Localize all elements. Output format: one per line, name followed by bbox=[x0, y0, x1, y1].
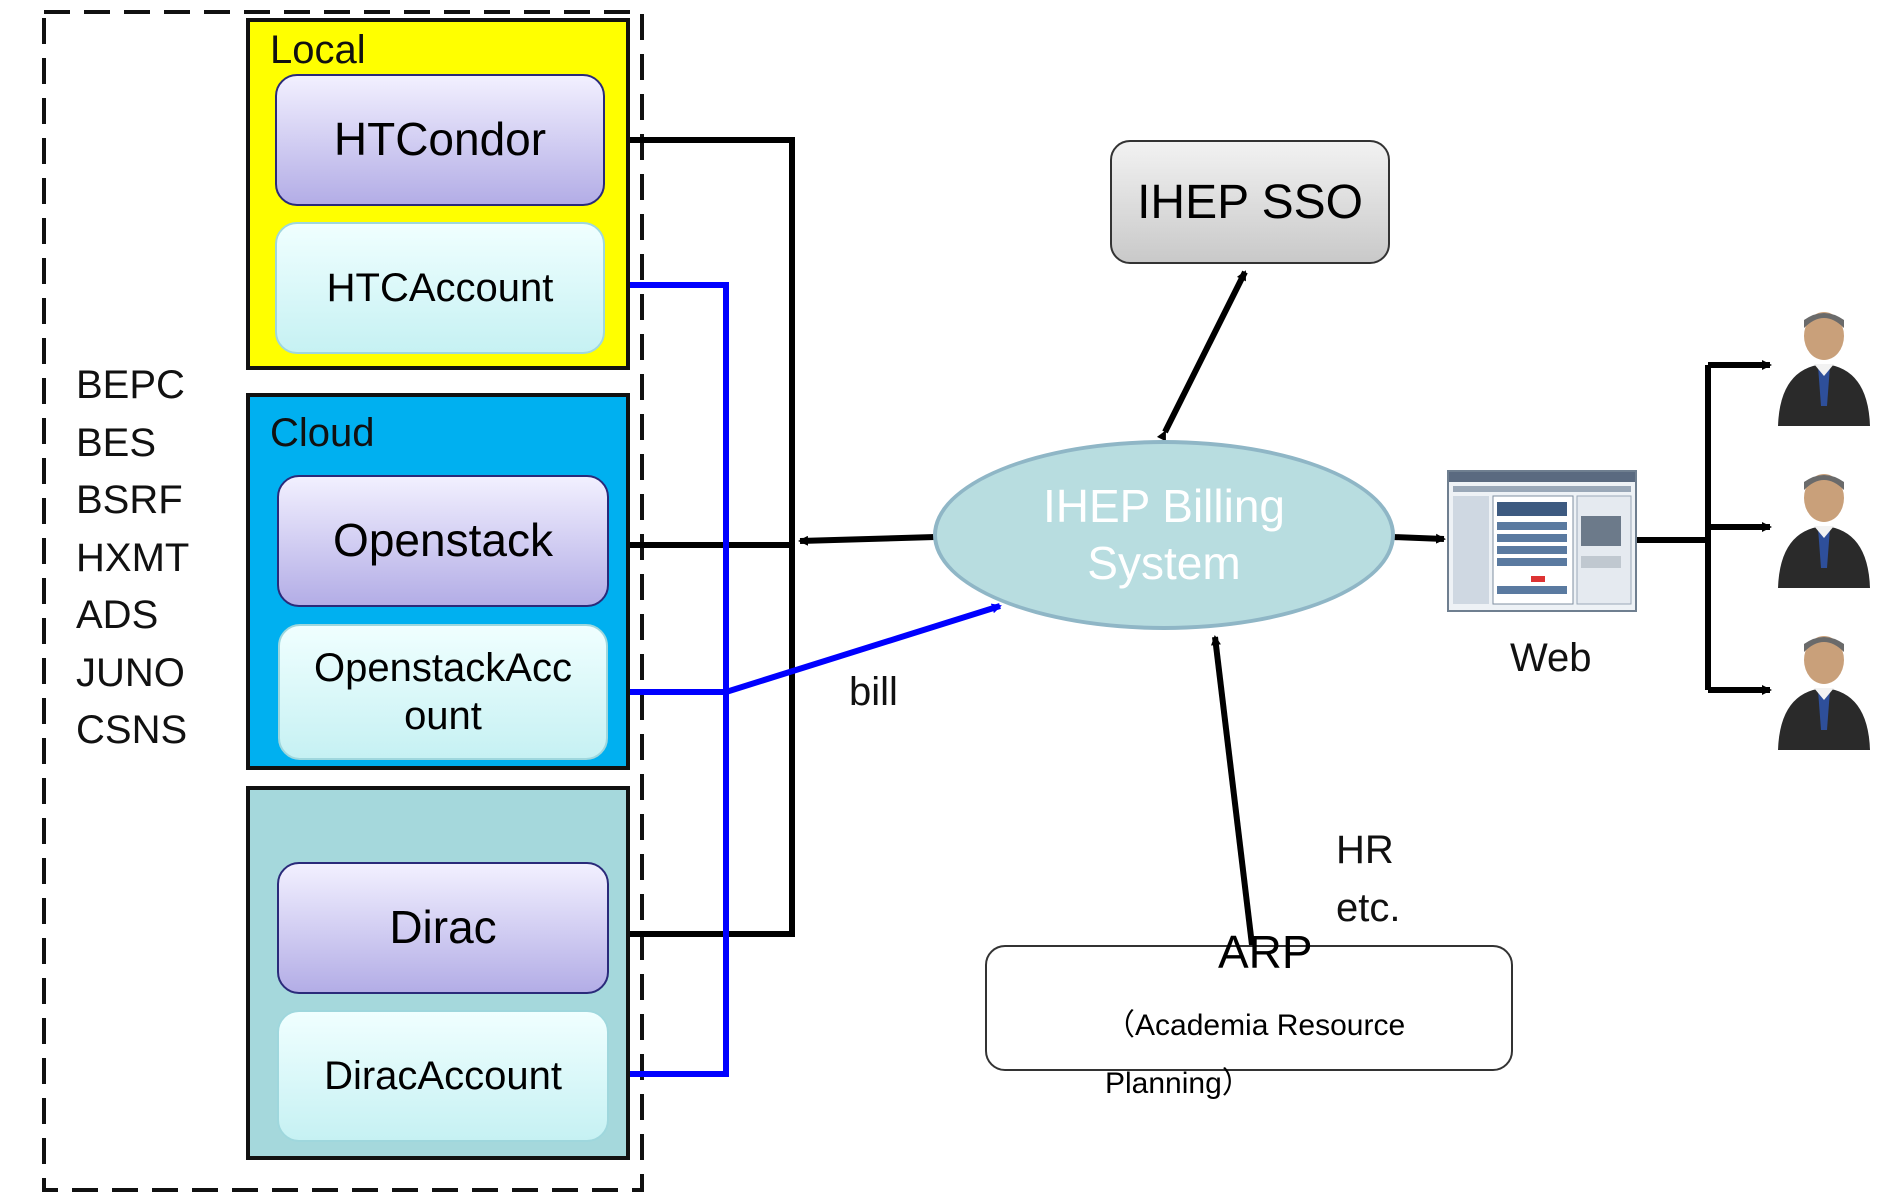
billing-to-web-arrow bbox=[1392, 533, 1446, 544]
experiments-boundary bbox=[42, 10, 644, 1192]
experiment-item: BSRF bbox=[76, 478, 183, 522]
local-panel-title: Local bbox=[270, 28, 366, 72]
billing-line-1: IHEP Billing bbox=[1042, 479, 1286, 532]
erp-name: ARP bbox=[1218, 926, 1313, 978]
erp-full-text: Academia Resource Planning bbox=[1105, 1009, 1406, 1100]
openstackaccount-box: OpenstackAcc ount bbox=[278, 624, 608, 760]
bill-arrow bbox=[725, 603, 1002, 695]
erp-box bbox=[985, 945, 1513, 1071]
experiment-item: BEPC bbox=[76, 363, 185, 407]
bill-label: bill bbox=[849, 670, 898, 714]
erp-paren-close: ） bbox=[1221, 1067, 1252, 1100]
sso-box: IHEP SSO bbox=[1110, 140, 1390, 264]
experiment-item: CSNS bbox=[76, 708, 188, 752]
web-label: Web bbox=[1510, 636, 1592, 680]
user-icon bbox=[1778, 312, 1870, 426]
diracaccount-box: DiracAccount bbox=[277, 1010, 609, 1142]
erp-full-name: （Academia Resource Planning） bbox=[1105, 997, 1465, 1113]
hr-label: HR bbox=[1336, 828, 1394, 872]
billing-system-ellipse: IHEP Billing System bbox=[933, 440, 1395, 630]
openstack-box: Openstack bbox=[277, 475, 609, 607]
account-links bbox=[605, 282, 1002, 1077]
experiment-item: BES bbox=[76, 420, 157, 465]
htcondor-box: HTCondor bbox=[275, 74, 605, 206]
erp-paren-open: （ bbox=[1105, 1009, 1135, 1042]
experiment-item: HXMT bbox=[76, 535, 190, 580]
user-icon bbox=[1778, 474, 1870, 588]
service-links bbox=[605, 137, 936, 937]
billing-to-services-arrow bbox=[798, 534, 936, 546]
web-browser-icon bbox=[1447, 470, 1637, 612]
experiments-list: BEPC BES BSRF HXMT ADS JUNO CSNS bbox=[76, 357, 189, 760]
web-to-users-links bbox=[1637, 360, 1772, 695]
htcondor-link bbox=[605, 137, 795, 937]
browser-screenshot-icon bbox=[1449, 472, 1635, 605]
experiment-item: JUNO bbox=[76, 650, 185, 695]
experiment-item: ADS bbox=[76, 593, 159, 637]
htcaccount-link bbox=[605, 282, 729, 1077]
htcaccount-box: HTCAccount bbox=[275, 222, 605, 354]
dirac-box: Dirac bbox=[277, 862, 609, 994]
sso-billing-arrow bbox=[1156, 270, 1248, 442]
etc-label: etc. bbox=[1336, 886, 1401, 930]
billing-line-2: System bbox=[1087, 537, 1241, 589]
cloud-panel-title: Cloud bbox=[270, 411, 375, 455]
erp-to-billing-arrow bbox=[1210, 635, 1255, 946]
user-icon bbox=[1778, 636, 1870, 750]
